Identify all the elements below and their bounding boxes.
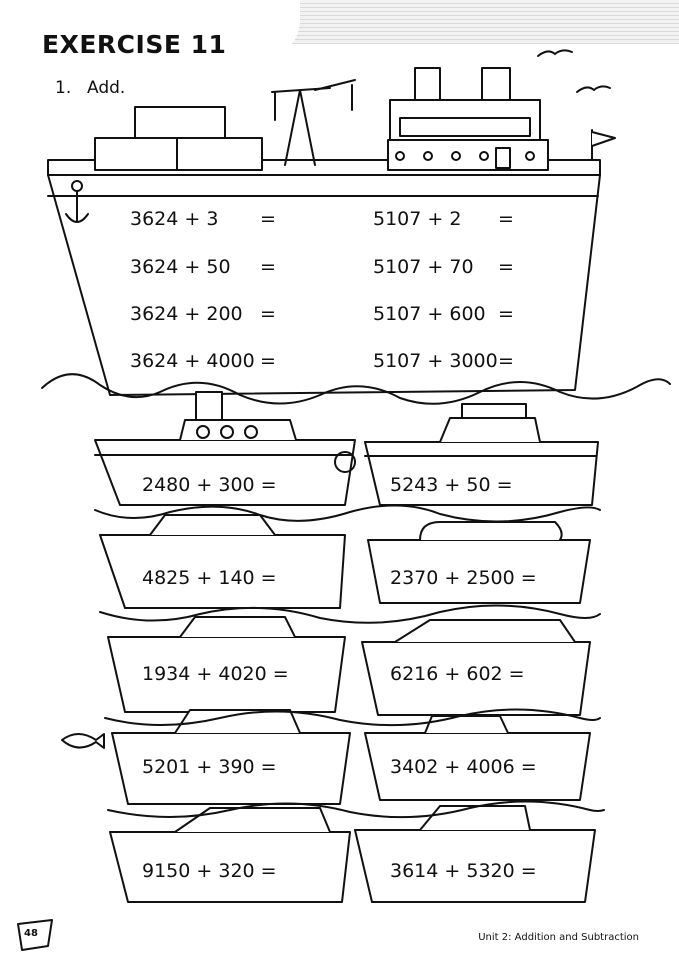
equals-sign: = (498, 256, 514, 278)
boat-sum: 3614 + 5320 = (390, 860, 537, 882)
boat-sum: 3402 + 4006 = (390, 756, 537, 778)
exercise-title: EXERCISE 11 (42, 30, 227, 59)
boat-sum: 5201 + 390 = (142, 756, 277, 778)
boat-sum: 5243 + 50 = (390, 474, 513, 496)
equals-sign: = (498, 350, 514, 372)
page-number-tag (17, 919, 53, 951)
question-text: Add. (87, 78, 126, 98)
equals-sign: = (498, 208, 514, 230)
big-ship (41, 49, 671, 405)
title-tab (0, 0, 300, 60)
equals-sign: = (260, 350, 276, 372)
boat-sum: 2370 + 2500 = (390, 567, 537, 589)
equals-sign: = (260, 256, 276, 278)
boat-sum: 9150 + 320 = (142, 860, 277, 882)
big-ship-sum: 3624 + 4000 (130, 350, 255, 372)
question-instruction: 1. Add. (55, 78, 125, 98)
boat-sum: 1934 + 4020 = (142, 663, 289, 685)
big-ship-sum: 5107 + 3000 (373, 350, 498, 372)
equals-sign: = (498, 303, 514, 325)
boat-sum: 6216 + 602 = (390, 663, 525, 685)
big-ship-sum: 3624 + 200 (130, 303, 243, 325)
boat-sum: 4825 + 140 = (142, 567, 277, 589)
boats (61, 391, 605, 903)
page-number: 48 (24, 928, 38, 939)
big-ship-sum: 5107 + 600 (373, 303, 486, 325)
boat-sum: 2480 + 300 = (142, 474, 277, 496)
big-ship-sum: 5107 + 70 (373, 256, 474, 278)
big-ship-sum: 5107 + 2 (373, 208, 462, 230)
equals-sign: = (260, 303, 276, 325)
unit-footer: Unit 2: Addition and Subtraction (478, 932, 639, 943)
question-number: 1. (55, 78, 72, 98)
big-ship-sum: 3624 + 3 (130, 208, 219, 230)
equals-sign: = (260, 208, 276, 230)
big-ship-sum: 3624 + 50 (130, 256, 231, 278)
